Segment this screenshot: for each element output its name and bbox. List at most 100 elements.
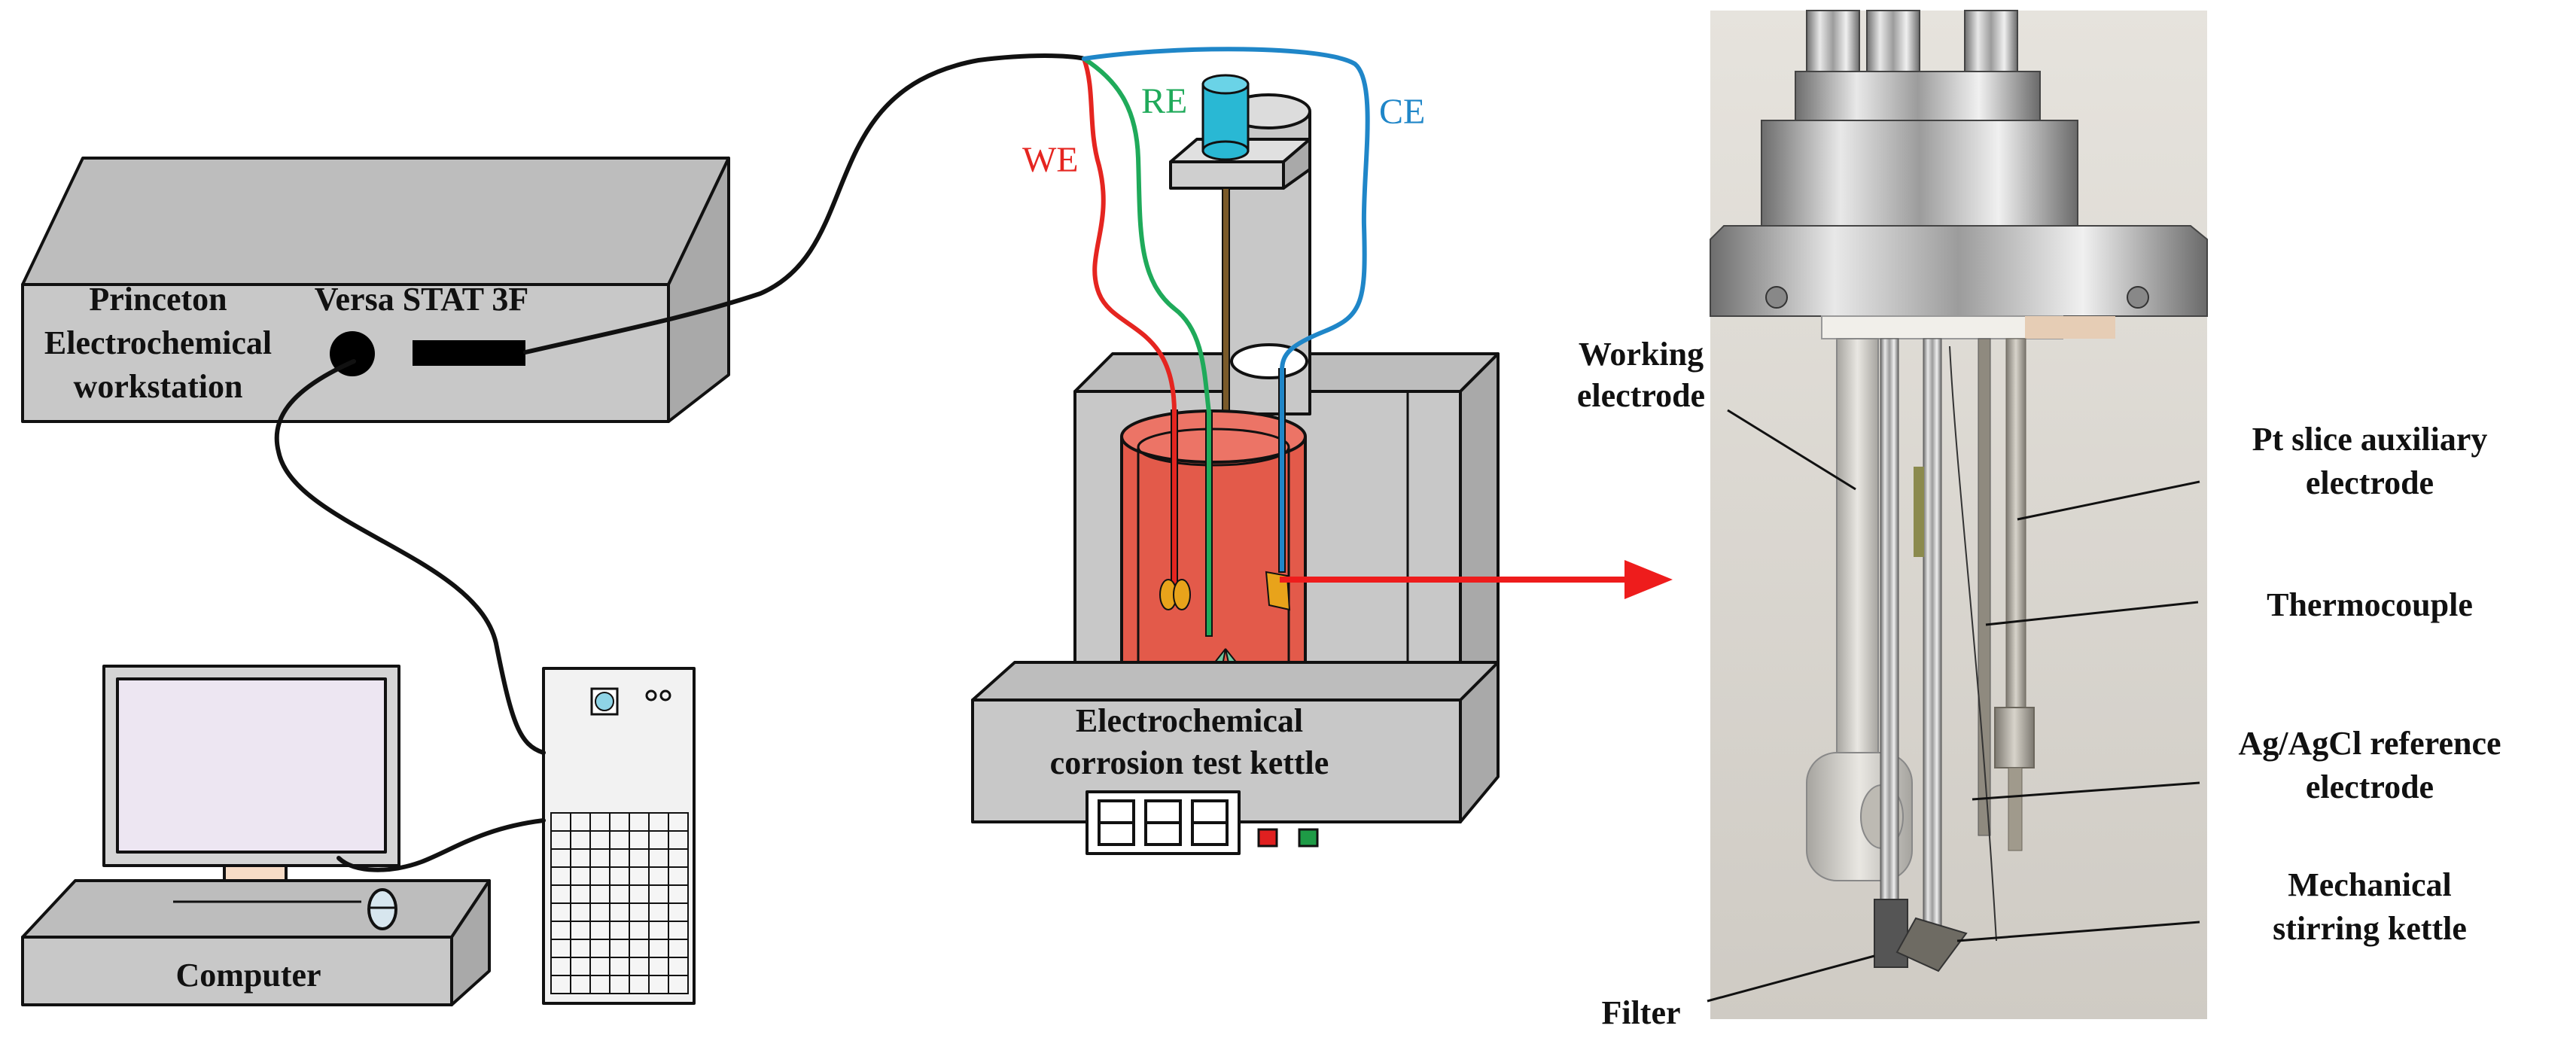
vent-cell bbox=[589, 975, 611, 994]
thermocouple bbox=[1978, 338, 1991, 836]
workstation-label-1: Princeton bbox=[89, 281, 227, 318]
wire-we bbox=[1082, 56, 1177, 415]
label-reference-2: electrode bbox=[2306, 768, 2434, 805]
vent-cell bbox=[570, 939, 591, 958]
vent-cell bbox=[570, 866, 591, 886]
computer-label: Computer bbox=[175, 957, 321, 994]
vent-cell bbox=[648, 812, 669, 832]
vent-cell bbox=[589, 848, 611, 868]
label-pt-auxiliary-1: Pt slice auxiliary bbox=[2252, 421, 2488, 458]
workstation-label-2: Electrochemical bbox=[44, 324, 272, 361]
indicator-green bbox=[1298, 828, 1319, 848]
power-button-icon bbox=[595, 692, 614, 711]
cables bbox=[274, 47, 1370, 872]
vent-cell bbox=[609, 884, 630, 904]
monitor-screen bbox=[116, 677, 387, 854]
vent-cell bbox=[550, 812, 571, 832]
kettle-label-1: Electrochemical bbox=[1076, 702, 1303, 739]
stirring-rod bbox=[1923, 338, 1942, 927]
workstation-model: Versa STAT 3F bbox=[315, 281, 528, 318]
display-digit bbox=[1191, 799, 1229, 846]
tower-vent-grid bbox=[550, 812, 689, 994]
main-cable bbox=[523, 53, 1086, 355]
pt-auxiliary-tube bbox=[2005, 338, 2026, 716]
test-kettle: Electrochemical corrosion test kettle bbox=[971, 74, 1500, 855]
vent-cell bbox=[550, 866, 571, 886]
vent-cell bbox=[648, 830, 669, 850]
vent-cell bbox=[629, 830, 650, 850]
vent-cell bbox=[668, 848, 689, 868]
vent-cell bbox=[570, 921, 591, 940]
photo-labels: Working electrode Pt slice auxiliary ele… bbox=[1577, 336, 2501, 1031]
wire-ce bbox=[1082, 47, 1370, 373]
vent-cell bbox=[570, 830, 591, 850]
stirring-blade bbox=[1895, 917, 1968, 972]
reference-wire bbox=[1949, 345, 1997, 942]
vent-cell bbox=[589, 957, 611, 976]
vent-cell bbox=[570, 902, 591, 922]
vent-cell bbox=[629, 848, 650, 868]
leader-lines bbox=[1707, 409, 2200, 1003]
mouse-icon bbox=[367, 888, 397, 930]
label-filter: Filter bbox=[1601, 994, 1680, 1031]
vent-cell bbox=[629, 902, 650, 922]
kettle-label-2: corrosion test kettle bbox=[1050, 744, 1329, 781]
vent-cell bbox=[668, 812, 689, 832]
vent-cell bbox=[609, 957, 630, 976]
vent-cell bbox=[550, 921, 571, 940]
working-electrode-tube bbox=[1836, 338, 1879, 768]
monitor-pc-cable bbox=[336, 818, 546, 872]
vent-cell bbox=[550, 975, 571, 994]
wire-re bbox=[1082, 56, 1211, 415]
label-pt-auxiliary-2: electrode bbox=[2306, 464, 2434, 501]
vent-cell bbox=[609, 830, 630, 850]
vent-cell bbox=[629, 939, 650, 958]
vent-cell bbox=[629, 812, 650, 832]
vent-cell bbox=[629, 921, 650, 940]
vent-cell bbox=[609, 866, 630, 886]
vent-cell bbox=[609, 921, 630, 940]
wire-label-ce: CE bbox=[1379, 92, 1425, 132]
electrode-photo bbox=[1710, 10, 2208, 1019]
vent-cell bbox=[648, 848, 669, 868]
filter bbox=[1874, 899, 1908, 968]
vent-cell bbox=[589, 884, 611, 904]
vent-cell bbox=[550, 902, 571, 922]
workstation: Princeton Electrochemical workstation Ve… bbox=[21, 157, 730, 423]
vent-cell bbox=[589, 866, 611, 886]
display-digit bbox=[1144, 799, 1182, 846]
workstation-label-3: workstation bbox=[74, 368, 243, 405]
vent-cell bbox=[609, 939, 630, 958]
workstation-pc-cable bbox=[274, 359, 546, 755]
vent-cell bbox=[668, 975, 689, 994]
vent-cell bbox=[589, 902, 611, 922]
vent-cell bbox=[589, 921, 611, 940]
vent-cell bbox=[550, 884, 571, 904]
display-digit bbox=[1098, 799, 1135, 846]
vent-cell bbox=[648, 975, 669, 994]
solution bbox=[1120, 437, 1307, 689]
label-stirring-1: Mechanical bbox=[2288, 866, 2452, 903]
motor-icon bbox=[1201, 83, 1250, 152]
vent-cell bbox=[570, 812, 591, 832]
vent-cell bbox=[609, 902, 630, 922]
vent-cell bbox=[668, 884, 689, 904]
indicator-red bbox=[1257, 828, 1278, 848]
vent-cell bbox=[668, 957, 689, 976]
vent-cell bbox=[589, 939, 611, 958]
vent-cell bbox=[570, 957, 591, 976]
vent-cell bbox=[589, 812, 611, 832]
vent-cell bbox=[570, 848, 591, 868]
label-reference-1: Ag/AgCl reference bbox=[2238, 725, 2501, 762]
label-working-electrode-1: Working bbox=[1579, 336, 1704, 373]
vent-cell bbox=[629, 957, 650, 976]
label-working-electrode-2: electrode bbox=[1577, 377, 1705, 414]
wire-label-we: WE bbox=[1022, 140, 1079, 180]
vent-cell bbox=[668, 902, 689, 922]
workstation-port-slot bbox=[413, 340, 525, 366]
vent-cell bbox=[668, 866, 689, 886]
vent-cell bbox=[668, 921, 689, 940]
vent-cell bbox=[648, 939, 669, 958]
